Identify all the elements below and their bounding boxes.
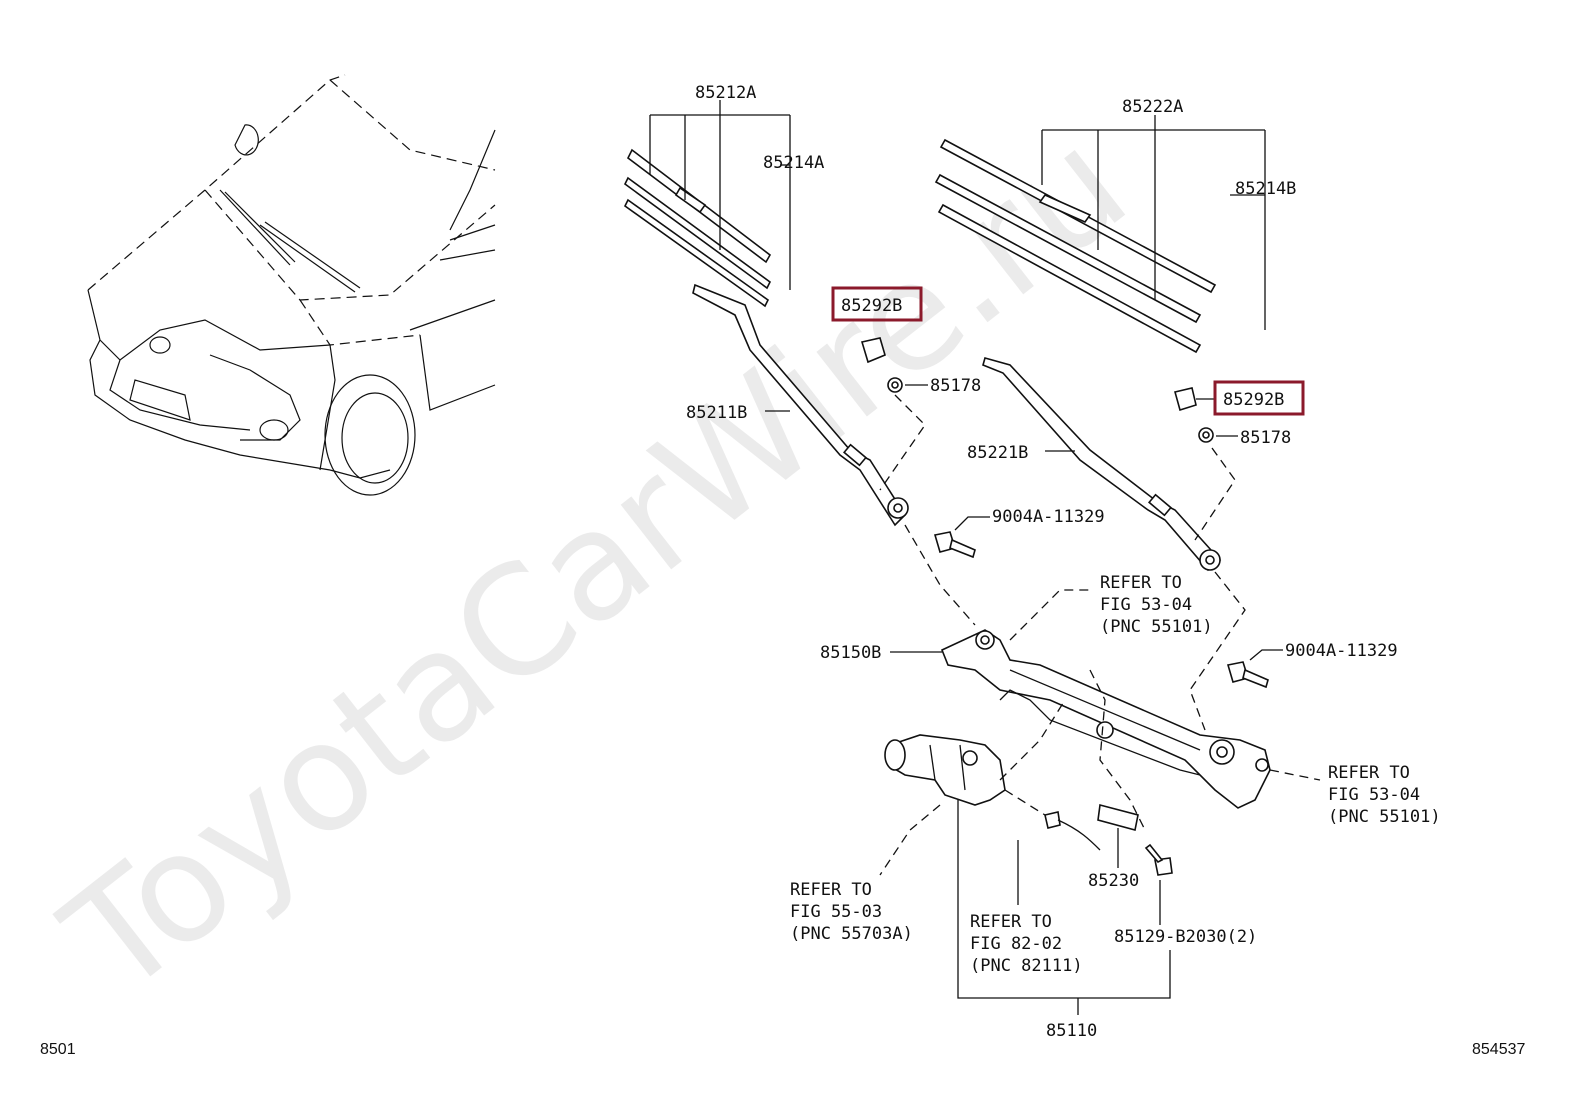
label-85214A: 85214A (763, 153, 824, 173)
page-code-right: 854537 (1472, 1041, 1525, 1058)
nut-85178-right (887, 377, 903, 393)
cap-85292B-left (1174, 387, 1197, 412)
label-85214B: 85214B (1235, 179, 1296, 199)
wiper-arm-85221B (982, 357, 1222, 572)
label-85110: 85110 (1046, 1021, 1097, 1041)
label-85292B-left: 85292B (1223, 390, 1284, 410)
screw-85129-B2030 (1144, 843, 1173, 876)
highlight-cap-left (1213, 380, 1305, 416)
svg-text:REFER TO: REFER TO (1328, 763, 1410, 783)
ref-note-right: REFER TO FIG 53-04 (PNC 55101) (1328, 763, 1441, 827)
label-85150B: 85150B (820, 643, 881, 663)
bolt-9004A-11329-top (933, 531, 976, 559)
ref-note-top: REFER TO FIG 53-04 (PNC 55101) (1100, 573, 1213, 637)
connector (1044, 811, 1101, 851)
svg-text:REFER TO: REFER TO (970, 912, 1052, 932)
label-85292B-right: 85292B (841, 296, 902, 316)
svg-text:(PNC 82111): (PNC 82111) (970, 956, 1083, 976)
svg-text:FIG 53-04: FIG 53-04 (1100, 595, 1192, 615)
svg-text:REFER TO: REFER TO (790, 880, 872, 900)
svg-text:FIG 53-04: FIG 53-04 (1328, 785, 1420, 805)
ref-note-motor: REFER TO FIG 55-03 (PNC 55703A) (790, 880, 913, 944)
wiper-motor-85110 (884, 734, 1006, 806)
svg-text:FIG 55-03: FIG 55-03 (790, 902, 882, 922)
label-9004A-11329-top: 9004A-11329 (992, 507, 1105, 527)
wiper-blade-85212A (623, 148, 772, 308)
link-assembly-85150B (940, 629, 1271, 809)
bracket-85230 (1097, 803, 1139, 831)
cap-85292B-right (860, 337, 886, 364)
svg-text:(PNC 55101): (PNC 55101) (1100, 617, 1213, 637)
label-85129-B2030: 85129-B2030(2) (1114, 927, 1257, 947)
svg-text:(PNC 55703A): (PNC 55703A) (790, 924, 913, 944)
car-illustration (87, 74, 496, 496)
label-85212A: 85212A (695, 83, 756, 103)
svg-text:FIG 82-02: FIG 82-02 (970, 934, 1062, 954)
label-9004A-11329-right: 9004A-11329 (1285, 641, 1398, 661)
svg-text:(PNC 55101): (PNC 55101) (1328, 807, 1441, 827)
page-code-left: 8501 (40, 1041, 76, 1058)
label-85211B: 85211B (686, 403, 747, 423)
bolt-9004A-11329-right (1226, 661, 1269, 689)
wiper-blade-85222A (934, 138, 1217, 354)
label-85178-left: 85178 (1240, 428, 1291, 448)
highlight-cap-right (831, 286, 923, 322)
label-85178-right: 85178 (930, 376, 981, 396)
svg-text:REFER TO: REFER TO (1100, 573, 1182, 593)
label-85230: 85230 (1088, 871, 1139, 891)
wiper-arm-85211B (692, 283, 909, 527)
nut-85178-left (1198, 427, 1214, 443)
ref-note-connector: REFER TO FIG 82-02 (PNC 82111) (970, 912, 1083, 976)
label-85222A: 85222A (1122, 97, 1183, 117)
label-85221B: 85221B (967, 443, 1028, 463)
